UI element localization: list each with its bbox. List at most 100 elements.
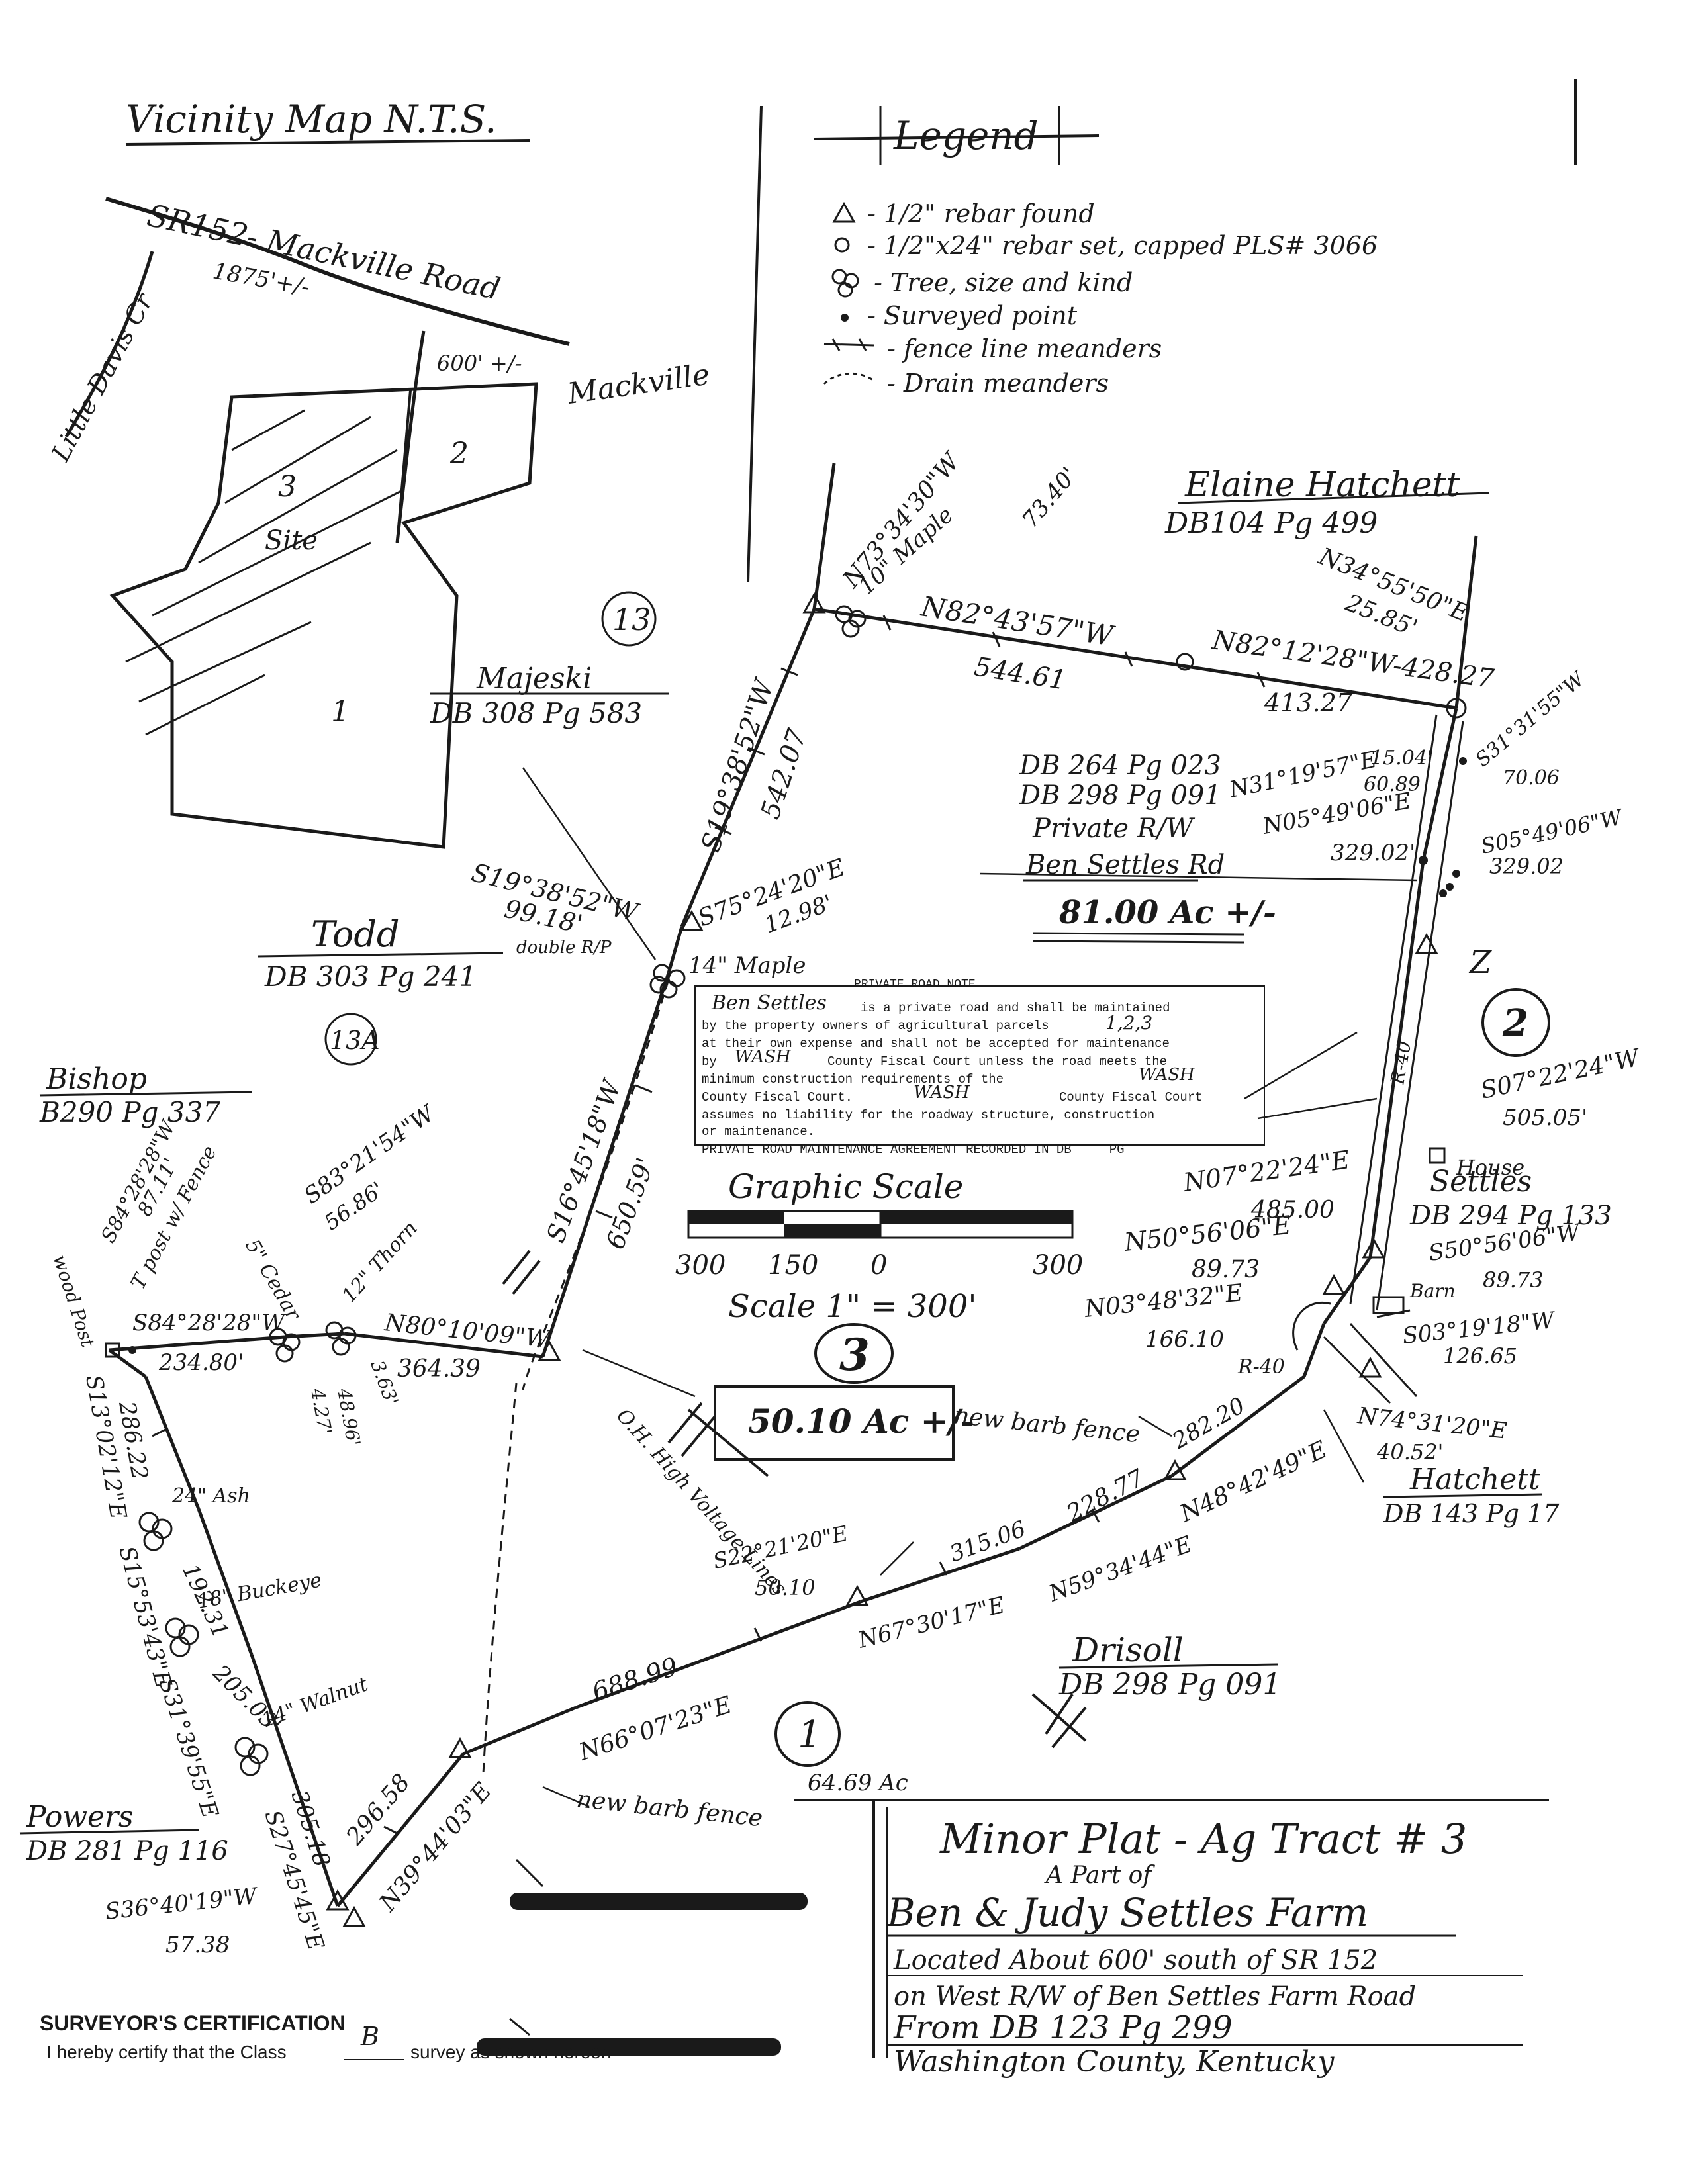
graphic-scale: Graphic Scale 300 150 0 300 Scale 1" = 3… [675, 1167, 1083, 1325]
site-hatching [125, 409, 404, 736]
distance-label: 60.89 [1364, 773, 1421, 796]
mackville-road [105, 197, 570, 346]
legend-item: - Tree, size and kind [874, 268, 1133, 297]
owner-name: Powers [26, 1800, 134, 1834]
bearing-label: N82°12'28"W-428.27 [1210, 625, 1497, 694]
distance-label: 15.04' [1370, 747, 1432, 770]
circle-icon [1176, 653, 1194, 671]
bearing-label: N82°43'57"W [918, 590, 1117, 653]
distance-label: 650.59' [600, 1154, 660, 1253]
bearing-label: N31°19'57"E [1227, 747, 1380, 803]
scale-tick: 150 [768, 1250, 818, 1281]
fence-note: new barb fence [953, 1402, 1141, 1448]
triangle-icon [538, 1340, 561, 1361]
source-deed: From DB 123 Pg 299 [893, 2009, 1233, 2046]
high-voltage-line [502, 1250, 769, 1477]
owner-deed: DB 298 Pg 091 [1058, 1668, 1281, 1702]
private-road-note: PRIVATE ROAD NOTE Ben Settles is a priva… [694, 978, 1265, 1157]
distance-label: 48.96' [333, 1387, 365, 1448]
owner-name: Settles [1430, 1165, 1532, 1199]
note-line: or maintenance. [702, 1124, 815, 1139]
dashed-line [482, 979, 670, 1774]
tract-1: 1 [798, 1713, 821, 1756]
triangle-icon [448, 1737, 472, 1758]
tree-label: 12" Thorn [338, 1217, 422, 1308]
fence-line-icon [823, 338, 874, 351]
tree-icon [234, 1737, 269, 1776]
distance-label: 505.05' [1503, 1105, 1587, 1131]
road-deed-2: DB 298 Pg 091 [1019, 780, 1221, 811]
location-line-1: Located About 600' south of SR 152 [893, 1945, 1378, 1976]
triangle-icon [1322, 1273, 1346, 1295]
distance-label: 166.10 [1145, 1326, 1224, 1353]
bearing-label: S19°38'52"W [696, 674, 780, 856]
tract-labels: 13 13A 2 3 1 Z [324, 591, 1550, 1767]
triangle-icon [845, 1584, 869, 1606]
tree-icon [649, 964, 686, 999]
dot-icon [841, 314, 849, 322]
tree-label: 18" Buckeye [195, 1569, 323, 1614]
plat-subtitle: A Part of [1044, 1862, 1155, 1889]
acreage-81: 81.00 Ac +/- [1058, 894, 1276, 931]
bearing-label: N05°49'06"E [1260, 788, 1413, 840]
bearing-label: N48°42'49"E [1176, 1436, 1331, 1528]
bearing-label: S36°40'19"W [104, 1883, 260, 1925]
note-county: WASH [914, 1083, 970, 1103]
north-arrow-icon [1031, 1693, 1087, 1749]
scale-tick: 0 [870, 1250, 887, 1281]
scale-tick: 300 [675, 1250, 726, 1281]
distance-label: 688.99 [588, 1652, 681, 1707]
distance-label: 89.73 [1483, 1267, 1544, 1293]
distance-label: 329.02' [1331, 840, 1415, 866]
triangle-icon [1362, 1237, 1385, 1259]
note-line: County Fiscal Court [1059, 1090, 1203, 1105]
bearing-label: N59°34'44"E [1045, 1531, 1195, 1607]
road-name-label: Ben Settles Rd [1025, 850, 1225, 880]
note-line: is a private road and shall be maintaine… [861, 1001, 1170, 1015]
triangle-icon [326, 1889, 350, 1911]
scale-text: Scale 1" = 300' [728, 1288, 977, 1325]
vicinity-parcel-3: 3 [278, 470, 297, 504]
private-rw-label: Private R/W [1032, 813, 1195, 844]
drain-line-icon [823, 372, 874, 385]
owner-deed: DB104 Pg 499 [1164, 506, 1378, 540]
acreage-tract-3: 50.10 Ac +/- [748, 1402, 974, 1441]
note-road-name: Ben Settles [711, 991, 827, 1015]
owner-deed: DB 281 Pg 116 [26, 1836, 228, 1866]
distance-label: 89.73 [1192, 1256, 1260, 1283]
distance-label: 57.38 [165, 1932, 230, 1958]
tract-13a: 13A [330, 1026, 380, 1055]
distance-label: 234.80' [158, 1349, 244, 1376]
tree-label: 14" Maple [688, 952, 806, 979]
distance-label: 282.20 [1168, 1392, 1250, 1455]
bearing-label: N67°30'17"E [855, 1592, 1008, 1654]
acreage-tract-1: 64.69 Ac [808, 1770, 908, 1796]
tract-13: 13 [612, 602, 651, 637]
vicinity-site-label: Site [265, 525, 318, 556]
distance-label: 485.00 [1250, 1197, 1335, 1224]
bearing-label: N74°31'20"E [1356, 1402, 1508, 1445]
scale-tick: 300 [1033, 1250, 1083, 1281]
square-icon [105, 1342, 120, 1358]
certification-title: SURVEYOR'S CERTIFICATION [40, 2011, 346, 2035]
bearing-label: S31°39'55"E [153, 1674, 223, 1821]
note-line: County Fiscal Court unless the road meet… [827, 1054, 1167, 1069]
tree-label: 14" Walnut [259, 1672, 372, 1733]
tree-icon [835, 605, 867, 638]
triangle-icon [1415, 933, 1438, 954]
triangle-icon [680, 909, 704, 931]
note-county: WASH [1139, 1065, 1196, 1085]
house-icon [1429, 1147, 1446, 1164]
tract-3: 3 [839, 1329, 870, 1381]
owner-deed: DB 303 Pg 241 [264, 960, 477, 993]
triangle-icon [342, 1905, 366, 1927]
scale-title: Graphic Scale [728, 1167, 963, 1206]
owner-deed: DB 294 Pg 133 [1409, 1201, 1612, 1231]
ben-settles-road [1323, 714, 1464, 1404]
legend-item: - Surveyed point [867, 301, 1078, 330]
note-county: WASH [735, 1047, 792, 1067]
triangle-icon [802, 592, 826, 614]
redaction-marks [477, 1858, 808, 2056]
tree-icon [831, 269, 859, 298]
